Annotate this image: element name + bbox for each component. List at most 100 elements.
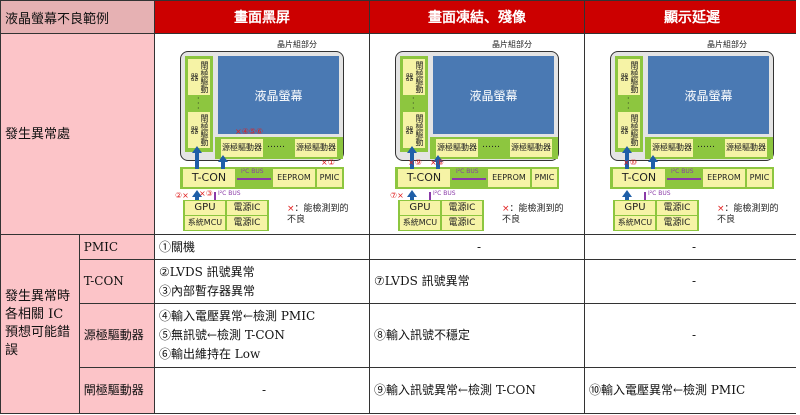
chipset-label: 晶片組部分 — [491, 40, 532, 49]
ellipsis: ··· — [626, 94, 630, 113]
gpu-arrow-line — [624, 196, 629, 202]
error-cell: ⑩輸入電壓異常←檢測 PMIC — [583, 367, 800, 414]
error-marker: ×⑨ — [407, 158, 422, 167]
lcd-panel: 液晶螢幕 — [217, 56, 339, 134]
pmic-box: PMIC — [531, 169, 557, 187]
error-item: ⑨輸入訊號異常←檢測 T-CON — [373, 383, 536, 397]
arrow-up-icon — [406, 146, 417, 153]
error-marker: ⑦× — [389, 191, 404, 200]
i2c-label: I²C BUS — [217, 190, 241, 197]
i2c-arrow-line — [213, 192, 216, 201]
pmic-box: PMIC — [316, 169, 342, 187]
i2c-arrow-line — [643, 192, 646, 201]
error-marker: ②× — [174, 191, 189, 200]
gate-arrow-line — [409, 152, 414, 169]
eeprom-box: EEPROM — [702, 169, 745, 187]
i2c-label: I²C BUS — [455, 168, 479, 175]
power-ic-box: 電源IC — [441, 216, 482, 230]
ellipsis: ··· — [196, 94, 200, 113]
gate-arrow-line — [624, 152, 629, 169]
legend-text: ：能檢測到的不良 — [716, 204, 779, 225]
gate-driver-box: 閘極驅動器 — [402, 59, 425, 95]
gate-driver-box: 閘極驅動器 — [617, 59, 640, 95]
error-marker: ×④⑤⑥ — [234, 127, 264, 136]
error-marker: ×⑧ — [429, 158, 444, 167]
gpu-box: GPU — [399, 201, 440, 215]
error-item: - — [261, 383, 267, 397]
gate-driver-box: 閘極驅動器 — [187, 112, 210, 148]
ellipsis: …… — [481, 140, 500, 150]
error-item: ⑩輸入電壓異常←檢測 PMIC — [588, 383, 746, 397]
source-driver-box: 源極驅動器 — [294, 139, 337, 157]
i2c-label: I²C BUS — [240, 168, 264, 175]
column-header-delay: 顯示延遲 — [583, 0, 800, 34]
x-mark-icon: × — [501, 204, 510, 214]
arrow-up-icon — [191, 190, 202, 197]
gpu-arrow-line — [409, 196, 414, 202]
error-cell: - — [583, 259, 800, 304]
tcon-box: T-CON — [612, 169, 665, 187]
error-cell: ①關機 — [153, 234, 370, 260]
i2c-arrow-line — [428, 192, 431, 201]
legend: ×：能檢測到的不良 — [502, 204, 564, 226]
power-ic-box: 電源IC — [226, 201, 267, 215]
i2c-label: I²C BUS — [670, 168, 694, 175]
gpu-box: GPU — [614, 201, 655, 215]
arrow-up-icon — [406, 190, 417, 197]
source-driver-box: 源極驅動器 — [724, 139, 767, 157]
power-ic-box: 電源IC — [441, 201, 482, 215]
ellipsis: ··· — [411, 94, 415, 113]
error-cell: ⑨輸入訊號異常←檢測 T-CON — [368, 367, 585, 414]
gate-driver-box: 閘極驅動器 — [187, 59, 210, 95]
error-cell: ⑧輸入訊號不穩定 — [368, 303, 585, 368]
error-item: - — [691, 274, 697, 288]
error-cell: - — [153, 367, 370, 414]
power-ic-box: 電源IC — [656, 216, 697, 230]
legend-text: ：能檢測到的不良 — [286, 204, 349, 225]
column-header-black-screen: 畫面黑屏 — [153, 0, 370, 34]
chipset-label: 晶片組部分 — [276, 40, 317, 49]
ic-label: T-CON — [78, 259, 155, 304]
error-cell: ⑦LVDS 訊號異常 — [368, 259, 585, 304]
gate-driver-box: 閘極驅動器 — [402, 112, 425, 148]
power-ic-box: 電源IC — [656, 201, 697, 215]
arrow-up-icon — [621, 190, 632, 197]
arrow-up-icon — [217, 155, 228, 162]
error-cell: - — [583, 234, 800, 260]
gate-arrow-line — [194, 152, 199, 169]
ellipsis: …… — [266, 140, 285, 150]
error-item: ①關機 — [158, 239, 195, 254]
ic-label: 源極驅動器 — [78, 303, 155, 368]
x-mark-icon: × — [286, 204, 295, 214]
source-driver-box: 源極驅動器 — [650, 139, 693, 157]
error-item: ⑥輸出維持在 Low — [158, 347, 261, 361]
eeprom-box: EEPROM — [487, 169, 530, 187]
error-item: ②LVDS 訊號異常 — [158, 264, 255, 279]
chipset-label: 晶片組部分 — [706, 40, 747, 49]
legend-text: ：能檢測到的不良 — [501, 204, 564, 225]
error-item: - — [691, 239, 697, 254]
i2c-arrow — [666, 178, 701, 180]
pmic-box: PMIC — [746, 169, 772, 187]
source-arrow-line — [650, 161, 655, 169]
row-label-occurrence: 發生異常處 — [0, 33, 155, 235]
legend: ×：能檢測到的不良 — [717, 204, 779, 226]
tcon-box: T-CON — [397, 169, 450, 187]
arrow-up-icon — [432, 155, 443, 162]
gpu-arrow-line — [194, 196, 199, 202]
error-cell: - — [368, 234, 585, 260]
error-item: - — [691, 328, 697, 342]
source-arrow-line — [220, 161, 225, 169]
mcu-box: 系統MCU — [184, 216, 225, 230]
table-title: 液晶螢幕不良範例 — [0, 0, 155, 34]
arrow-up-icon — [621, 146, 632, 153]
error-item: ③內部暫存器異常 — [158, 283, 255, 298]
i2c-label: I²C BUS — [647, 190, 671, 197]
lcd-panel: 液晶螢幕 — [647, 56, 769, 134]
source-arrow-line — [435, 161, 440, 169]
mcu-box: 系統MCU — [399, 216, 440, 230]
arrow-up-icon — [647, 155, 658, 162]
